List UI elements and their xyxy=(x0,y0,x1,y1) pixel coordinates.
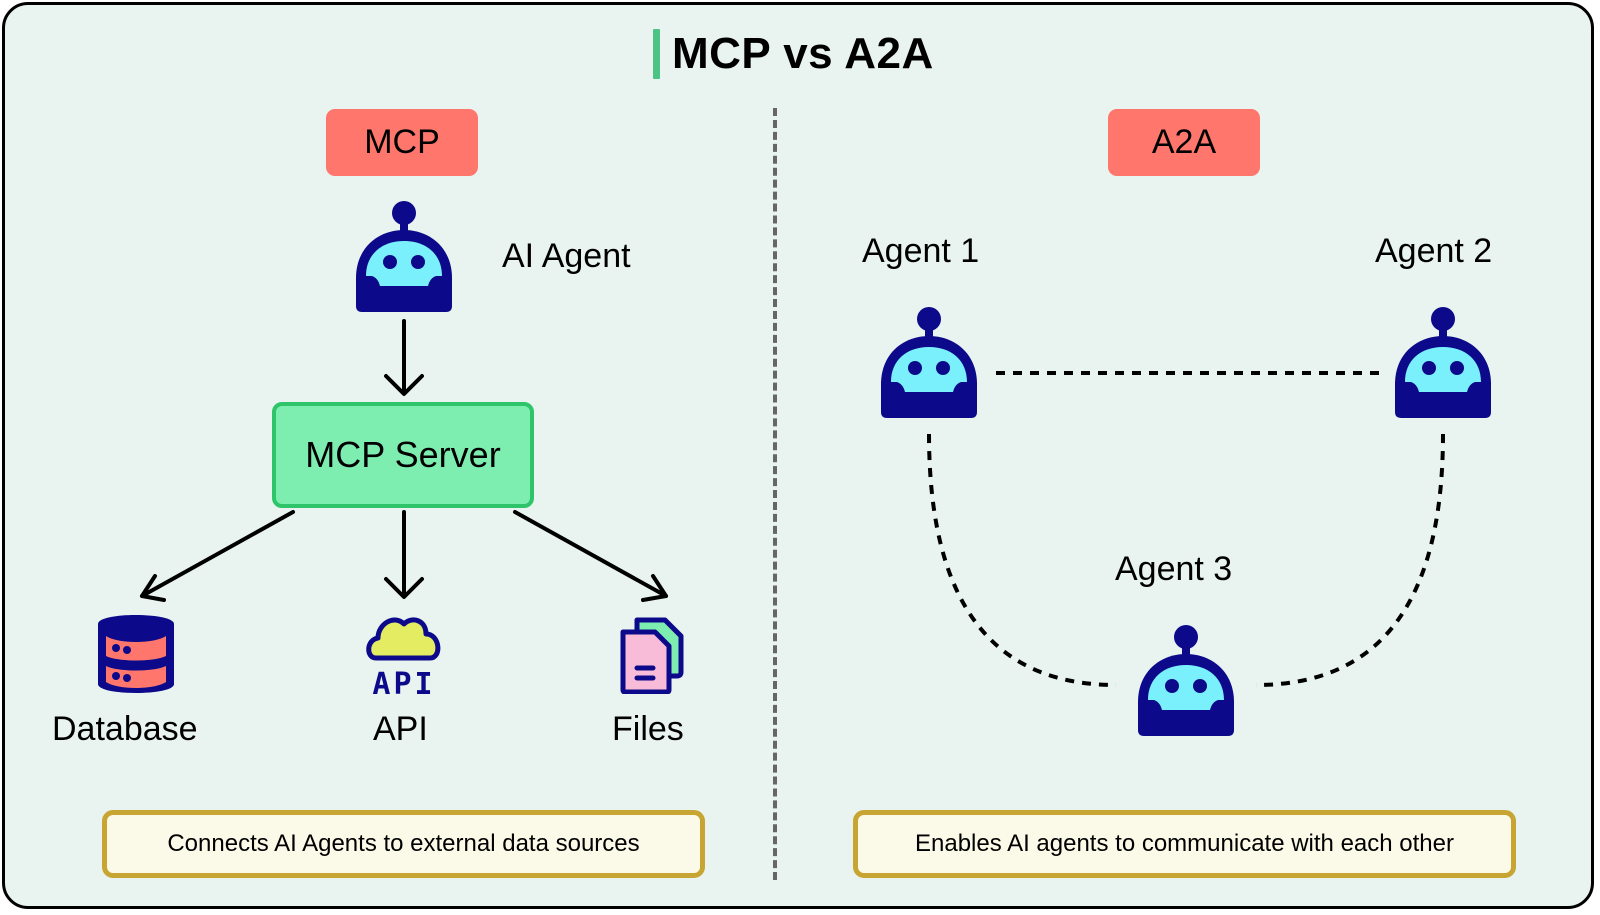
arrow-agent-to-server xyxy=(384,319,424,396)
title-accent-bar xyxy=(653,29,660,79)
arrow-server-to-files xyxy=(513,510,668,602)
robot-icon xyxy=(356,201,452,312)
mcp-description: Connects AI Agents to external data sour… xyxy=(102,810,705,878)
agent-2-robot-icon xyxy=(1395,307,1491,418)
mcp-server-box: MCP Server xyxy=(272,402,534,508)
title-text: MCP vs A2A xyxy=(672,29,934,78)
files-icon xyxy=(620,617,684,694)
diagram-title: MCP vs A2A xyxy=(653,28,934,80)
agent-3-label: Agent 3 xyxy=(1115,550,1233,588)
a2a-description: Enables AI agents to communicate with ea… xyxy=(853,810,1516,878)
files-label: Files xyxy=(612,710,684,748)
agent-3-robot-icon xyxy=(1138,625,1234,736)
agent-1-label: Agent 1 xyxy=(862,232,980,270)
ai-agent-label: AI Agent xyxy=(502,237,631,275)
database-label: Database xyxy=(52,710,198,748)
a2a-tag: A2A xyxy=(1108,109,1260,176)
arrow-server-to-database xyxy=(140,510,295,602)
arrow-server-to-api xyxy=(384,510,424,599)
section-divider xyxy=(773,108,777,880)
link-agent1-agent3 xyxy=(927,433,1117,687)
agent-1-robot-icon xyxy=(881,307,977,418)
api-label: API xyxy=(373,710,428,748)
api-icon-text: API xyxy=(372,667,435,700)
mcp-tag: MCP xyxy=(326,109,478,176)
link-agent2-agent3 xyxy=(1255,433,1445,687)
cloud-api-icon: API xyxy=(366,617,441,700)
database-icon xyxy=(98,615,174,693)
agent-2-label: Agent 2 xyxy=(1375,232,1493,270)
